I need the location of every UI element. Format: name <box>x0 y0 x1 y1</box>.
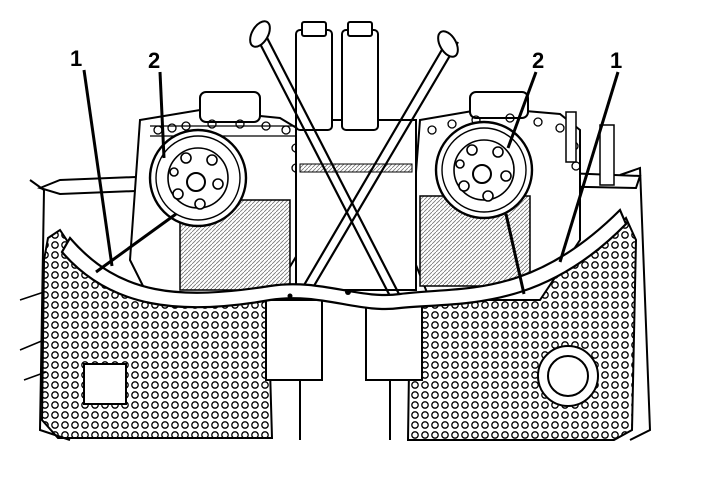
callout-1-right: 1 <box>610 48 623 73</box>
callout-2-left: 2 <box>148 48 161 73</box>
oil-port <box>537 345 599 407</box>
left-camshaft-sprocket <box>148 128 248 228</box>
callout-2-right: 2 <box>532 48 545 73</box>
timing-tool-bar <box>60 208 628 311</box>
callout-leaders <box>82 69 620 295</box>
camshaft-holding-tools <box>253 27 459 301</box>
right-camshaft-sprocket <box>434 120 534 220</box>
callout-1-left: 1 <box>70 46 83 71</box>
spark-plug-wells <box>295 21 379 131</box>
